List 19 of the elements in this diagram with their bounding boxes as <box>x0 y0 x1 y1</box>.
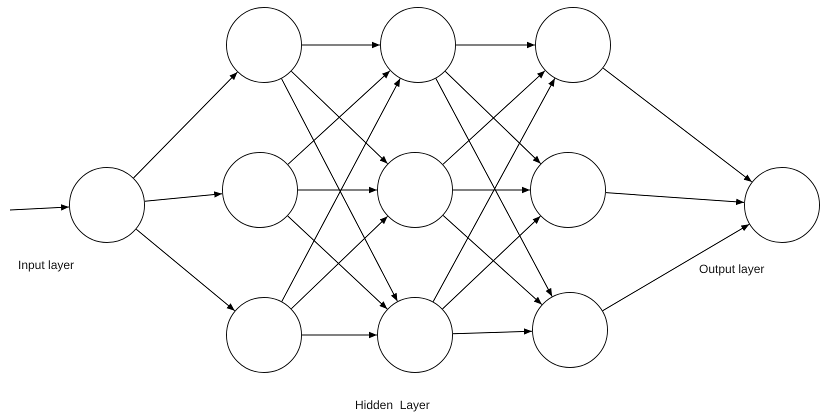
arrow <box>302 42 380 48</box>
layer-label: Hidden Layer <box>355 398 430 412</box>
layer-label: Input layer <box>18 258 74 272</box>
layer-label: Output layer <box>699 262 764 276</box>
arrow <box>302 332 378 338</box>
arrow <box>452 186 530 194</box>
arrow <box>452 328 533 335</box>
neuron-circle <box>535 7 611 83</box>
arrow <box>133 72 238 178</box>
arrow <box>605 192 745 205</box>
arrow <box>298 186 378 194</box>
arrow <box>144 191 223 202</box>
arrow <box>602 68 752 182</box>
neuron-circle <box>532 292 608 368</box>
arrow <box>10 204 70 211</box>
arrow <box>456 42 536 48</box>
arrow <box>136 228 236 312</box>
arrow <box>602 224 750 312</box>
neuron-circle <box>377 297 453 373</box>
